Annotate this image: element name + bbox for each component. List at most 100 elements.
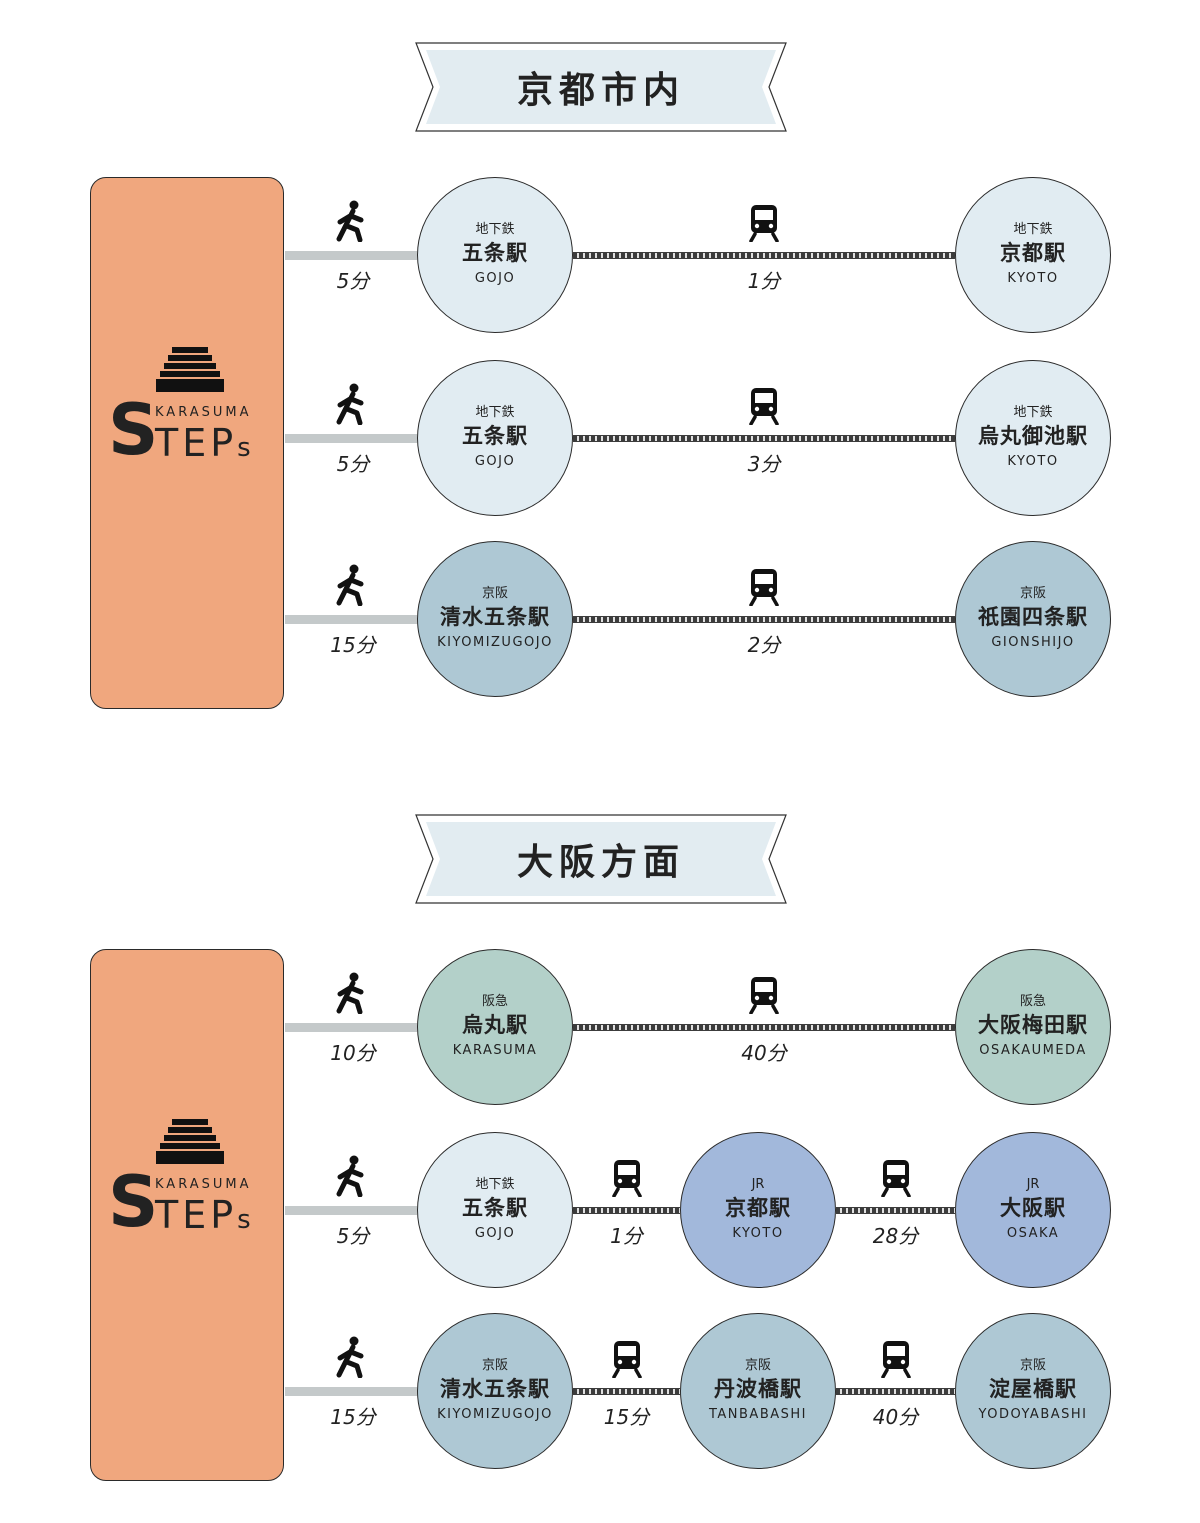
station-line-label: 京阪 (1019, 586, 1046, 601)
train-icon (611, 1159, 642, 1201)
station-circle: 阪急烏丸駅 KARASUMA (417, 949, 573, 1105)
station-name: 五条駅 (462, 241, 528, 265)
station-name: 丹波橋駅 (714, 1377, 802, 1401)
ride-time: 40分 (741, 1041, 787, 1065)
ride-time: 28分 (872, 1224, 919, 1248)
walk-time: 10分 (330, 1041, 376, 1065)
walk-connector (285, 1023, 417, 1032)
station-name: 大阪梅田駅 (978, 1013, 1088, 1037)
section-banner: 大阪方面 (415, 814, 787, 904)
station-line-label: 地下鉄 (1013, 405, 1053, 420)
station-name: 烏丸御池駅 (978, 424, 1088, 448)
karasuma-steps-block (90, 949, 284, 1481)
station-name: 清水五条駅 (440, 605, 550, 629)
walk-connector (285, 251, 417, 260)
rail-line (573, 1388, 680, 1395)
stairs-logo-icon (156, 1119, 224, 1171)
train-icon-svg (611, 1160, 642, 1198)
walking-person-icon (333, 972, 369, 1018)
station-roman-name: KARASUMA (452, 1043, 538, 1058)
station-roman-name: GOJO (474, 271, 516, 286)
walk-connector (285, 615, 417, 624)
banner-ribbon (415, 814, 787, 904)
station-roman-name: OSAKAUMEDA (979, 1043, 1087, 1058)
walking-person-icon (333, 564, 369, 610)
walking-person-icon (333, 1336, 369, 1382)
stairs-logo-icon (156, 347, 224, 399)
station-line-label: JR (751, 1177, 765, 1192)
station-roman-name: YODOYABASHI (978, 1407, 1088, 1422)
train-icon (749, 976, 779, 1018)
walk-time: 5分 (336, 269, 370, 293)
station-line-label: 京阪 (481, 1358, 508, 1373)
station-roman-name: KIYOMIZUGOJO (437, 635, 553, 650)
walking-person-icon-svg (336, 200, 364, 243)
walking-person-icon-svg (336, 383, 364, 426)
route-row: 10分 40分 阪急烏丸駅 KARASUMA 阪急大阪梅田駅 OSAKAUMEDA (0, 949, 1200, 1109)
station-circle: 京阪清水五条駅 KIYOMIZUGOJO (417, 1313, 573, 1469)
walking-person-icon-svg (336, 564, 364, 607)
rail-line (836, 1388, 955, 1395)
banner-ribbon (415, 42, 787, 132)
station-line-label: 京阪 (744, 1358, 771, 1373)
train-icon-svg (749, 977, 779, 1015)
station-circle: 阪急大阪梅田駅 OSAKAUMEDA (955, 949, 1111, 1105)
train-icon-svg (611, 1341, 642, 1379)
section-title: 大阪方面 (516, 842, 685, 883)
stairs-logo-svg (156, 347, 224, 392)
rail-line (573, 1024, 955, 1031)
rail-line (573, 616, 955, 623)
ride-time: 2分 (747, 633, 781, 657)
station-line-label: 地下鉄 (1013, 222, 1053, 237)
station-name: 淀屋橋駅 (989, 1377, 1077, 1401)
station-circle: 京阪丹波橋駅 TANBABASHI (680, 1313, 836, 1469)
station-name: 祇園四条駅 (978, 605, 1088, 629)
station-line-label: 阪急 (1019, 994, 1046, 1009)
rail-line (573, 1207, 680, 1214)
station-name: 京都駅 (1000, 241, 1066, 265)
logo-teps-small: s (237, 433, 255, 463)
station-roman-name: GOJO (474, 454, 516, 469)
walk-connector (285, 1206, 417, 1215)
station-line-label: 地下鉄 (475, 405, 515, 420)
station-line-label: 阪急 (481, 994, 508, 1009)
station-line-label: JR (1026, 1177, 1040, 1192)
ride-time: 1分 (747, 269, 781, 293)
station-line-label: 京阪 (481, 586, 508, 601)
station-roman-name: TANBABASHI (708, 1407, 808, 1422)
logo-karasuma-text: KARASUMA (155, 1177, 252, 1192)
logo-teps-text: TEPs (155, 421, 255, 470)
station-roman-name: KIYOMIZUGOJO (437, 1407, 553, 1422)
karasuma-steps-block (90, 177, 284, 709)
ride-time: 40分 (872, 1405, 919, 1429)
train-icon (749, 387, 779, 429)
station-line-label: 地下鉄 (475, 1177, 515, 1192)
train-icon-svg (749, 205, 779, 243)
walking-person-icon (333, 200, 369, 246)
logo-teps-main: TEP (155, 421, 238, 465)
section-title: 京都市内 (516, 70, 685, 111)
walking-person-icon-svg (336, 1155, 364, 1198)
walk-time: 5分 (336, 452, 370, 476)
train-icon (880, 1340, 911, 1382)
train-icon-svg (749, 388, 779, 426)
ride-time: 15分 (603, 1405, 650, 1429)
walking-person-icon-svg (336, 972, 364, 1015)
station-roman-name: KYOTO (1007, 454, 1059, 469)
walk-time: 15分 (330, 633, 376, 657)
rail-line (573, 435, 955, 442)
station-name: 清水五条駅 (440, 1377, 550, 1401)
walking-person-icon-svg (336, 1336, 364, 1379)
logo-teps-small: s (237, 1205, 255, 1235)
station-name: 烏丸駅 (462, 1013, 528, 1037)
